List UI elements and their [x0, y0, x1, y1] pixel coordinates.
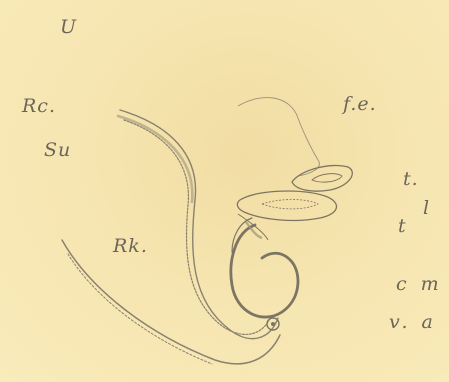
label-su: Su: [44, 141, 71, 160]
label-u: U: [60, 18, 77, 37]
inner-loop: [231, 218, 298, 317]
fine-outline: [238, 98, 319, 176]
lamella-lower: [237, 191, 336, 240]
lower-arc: [62, 240, 280, 364]
label-t-upper: t.: [403, 170, 419, 189]
lamella-upper: [292, 165, 352, 191]
label-cm: c m: [396, 275, 443, 294]
label-t-lower: t: [398, 217, 407, 236]
label-rk: Rk.: [113, 237, 148, 256]
label-rc: Rc.: [22, 97, 56, 116]
label-fe: f.e.: [343, 95, 377, 114]
label-va: v. a: [389, 313, 437, 332]
label-l: l: [423, 199, 430, 218]
